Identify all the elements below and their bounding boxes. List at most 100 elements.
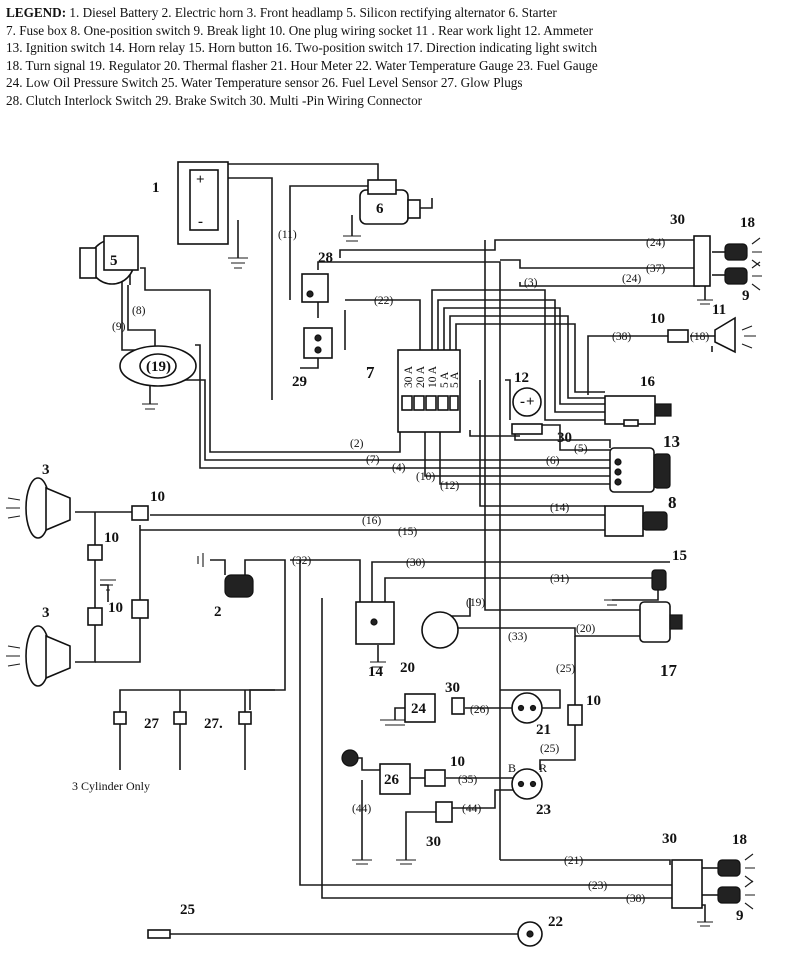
alternator: 5 bbox=[79, 235, 139, 285]
two-position-switch: 16 bbox=[604, 374, 672, 427]
svg-text:(15): (15) bbox=[398, 526, 417, 538]
direction-indicating-switch: 17 bbox=[639, 601, 683, 680]
svg-text:28: 28 bbox=[318, 250, 333, 266]
svg-text:(14): (14) bbox=[550, 502, 569, 514]
svg-text:5 A: 5 A bbox=[449, 371, 461, 388]
svg-text:(24): (24) bbox=[622, 273, 641, 285]
svg-text:(7): (7) bbox=[366, 454, 380, 466]
legend-line-4: 18. Turn signal 19. Regulator 20. Therma… bbox=[6, 57, 598, 73]
svg-text:25: 25 bbox=[180, 902, 195, 918]
label-battery: 1 bbox=[152, 180, 160, 196]
svg-text:27: 27 bbox=[144, 716, 160, 732]
svg-text:(22): (22) bbox=[374, 295, 393, 307]
svg-text:(25): (25) bbox=[540, 743, 559, 755]
starter: 6 bbox=[359, 179, 433, 225]
brake-light-bottom: 9 bbox=[717, 880, 755, 924]
svg-text:24: 24 bbox=[411, 701, 427, 717]
svg-text:30: 30 bbox=[670, 212, 685, 228]
svg-text:-: - bbox=[198, 214, 203, 230]
svg-text:12: 12 bbox=[514, 370, 529, 386]
svg-text:(3): (3) bbox=[524, 277, 538, 289]
svg-text:10 A: 10 A bbox=[427, 365, 439, 388]
clutch-interlock-switch: 28 bbox=[301, 250, 333, 303]
svg-text:(38): (38) bbox=[612, 331, 631, 343]
one-position-switch: 8 bbox=[604, 493, 677, 537]
svg-text:30: 30 bbox=[426, 834, 441, 850]
label-fuse-box: 7 bbox=[366, 363, 375, 382]
rear-work-light: 11 bbox=[712, 302, 756, 354]
svg-text:(44): (44) bbox=[462, 803, 481, 815]
legend-line-3: 13. Ignition switch 14. Horn relay 15. H… bbox=[6, 40, 598, 56]
horn-relay: 14 bbox=[355, 601, 395, 680]
svg-text:(8): (8) bbox=[132, 305, 146, 317]
legend-line-1: LEGEND: 1. Diesel Battery 2. Electric ho… bbox=[6, 4, 786, 22]
socket-10 bbox=[87, 544, 103, 561]
svg-text:(32): (32) bbox=[292, 555, 311, 567]
socket-10 bbox=[131, 599, 149, 619]
svg-text:30: 30 bbox=[662, 831, 677, 847]
front-headlamp-lower bbox=[6, 625, 71, 687]
svg-text:(2): (2) bbox=[350, 438, 364, 450]
svg-text:18: 18 bbox=[732, 832, 747, 848]
svg-text:(35): (35) bbox=[458, 774, 477, 786]
svg-text:+: + bbox=[526, 394, 535, 410]
diesel-battery: + - bbox=[177, 161, 229, 245]
svg-text:10: 10 bbox=[104, 530, 119, 546]
svg-text:(12): (12) bbox=[440, 480, 459, 492]
svg-text:20 A: 20 A bbox=[415, 365, 427, 388]
label-alternator: 5 bbox=[110, 253, 118, 269]
svg-text:(4): (4) bbox=[392, 462, 406, 474]
svg-text:10: 10 bbox=[650, 311, 665, 327]
svg-text:(11): (11) bbox=[278, 229, 297, 241]
electric-horn: 2 bbox=[214, 574, 254, 620]
wire-network bbox=[75, 163, 725, 935]
label-starter: 6 bbox=[376, 201, 384, 217]
svg-text:(30): (30) bbox=[406, 557, 425, 569]
connector-30-top bbox=[693, 235, 711, 287]
ignition-switch: 13 bbox=[609, 432, 680, 493]
label-headlamp-upper: 3 bbox=[42, 462, 50, 478]
water-temperature-gauge: 22 bbox=[517, 914, 563, 947]
note-three-cylinder: 3 Cylinder Only bbox=[72, 779, 150, 793]
svg-text:(26): (26) bbox=[470, 704, 489, 716]
turn-signal-bottom: 18 bbox=[717, 832, 755, 883]
svg-text:18: 18 bbox=[740, 215, 755, 231]
fuel-level-sensor: 26 bbox=[341, 749, 411, 795]
svg-text:(9): (9) bbox=[112, 321, 126, 333]
svg-text:30 A: 30 A bbox=[403, 365, 415, 388]
svg-text:11: 11 bbox=[712, 302, 726, 318]
svg-text:(6): (6) bbox=[546, 455, 560, 467]
svg-text:23: 23 bbox=[536, 802, 551, 818]
svg-text:(20): (20) bbox=[576, 623, 595, 635]
svg-text:22: 22 bbox=[548, 914, 563, 930]
svg-text:R: R bbox=[539, 761, 547, 775]
svg-text:20: 20 bbox=[400, 660, 415, 676]
svg-text:21: 21 bbox=[536, 722, 551, 738]
glow-plugs: 27 27. bbox=[113, 711, 252, 770]
svg-text:(38): (38) bbox=[626, 893, 645, 905]
legend-title: LEGEND: bbox=[6, 5, 67, 20]
svg-text:(21): (21) bbox=[564, 855, 583, 867]
socket-10 bbox=[424, 769, 446, 787]
wire-labels: (11) (8) (9) (22) (3) (24) (37) (24) (38… bbox=[112, 229, 709, 905]
horn-button: 15 bbox=[651, 548, 687, 591]
svg-text:10: 10 bbox=[108, 600, 123, 616]
legend-line-2: 7. Fuse box 8. One-position switch 9. Br… bbox=[6, 22, 594, 38]
svg-text:(5): (5) bbox=[574, 443, 588, 455]
svg-text:5 A: 5 A bbox=[439, 371, 451, 388]
svg-text:26: 26 bbox=[384, 772, 400, 788]
low-oil-pressure-switch: 24 bbox=[404, 693, 436, 723]
svg-text:10: 10 bbox=[150, 489, 165, 505]
svg-text:(24): (24) bbox=[646, 237, 665, 249]
label-headlamp-lower: 3 bbox=[42, 605, 50, 621]
svg-text:(31): (31) bbox=[550, 573, 569, 585]
regulator: (19) bbox=[119, 345, 197, 387]
label-regulator: (19) bbox=[146, 359, 171, 375]
legend-text-1: 1. Diesel Battery 2. Electric horn 3. Fr… bbox=[69, 5, 557, 20]
svg-text:8: 8 bbox=[668, 493, 677, 512]
legend-line-5: 24. Low Oil Pressure Switch 25. Water Te… bbox=[6, 75, 523, 91]
svg-text:30: 30 bbox=[557, 430, 572, 446]
turn-signal-top: 18 bbox=[724, 215, 762, 267]
socket-10 bbox=[567, 704, 583, 726]
svg-text:B: B bbox=[508, 761, 516, 775]
